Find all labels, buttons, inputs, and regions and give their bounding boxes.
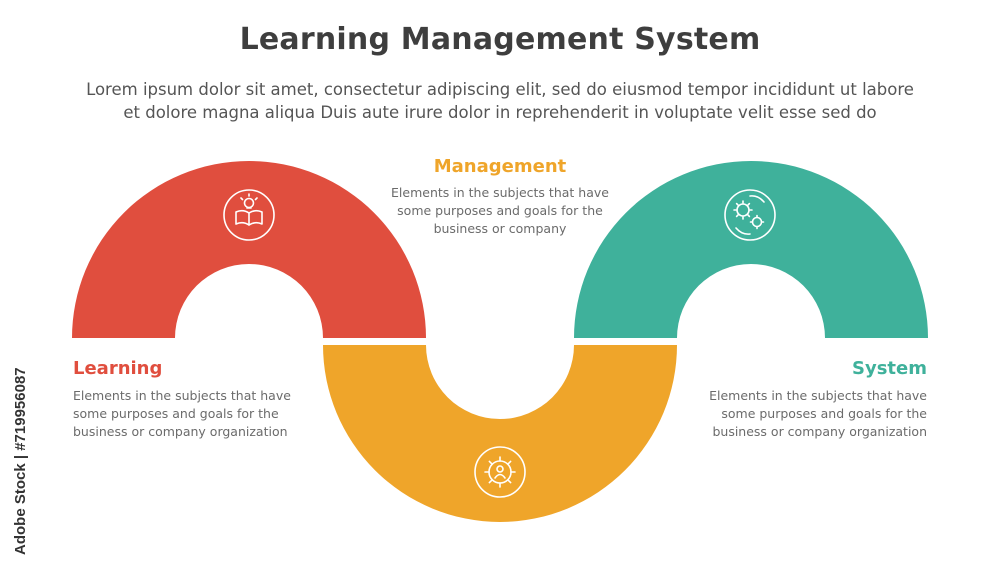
learning-description: Elements in the subjects that have some …: [73, 387, 291, 441]
system-label: System: [852, 358, 927, 379]
learning-arch: [72, 161, 426, 338]
page-subtitle: Lorem ipsum dolor sit amet, consectetur …: [40, 78, 960, 124]
subtitle-line-1: Lorem ipsum dolor sit amet, consectetur …: [86, 80, 914, 99]
gears-cycle-icon: [724, 189, 776, 241]
subtitle-line-2: et dolore magna aliqua Duis aute irure d…: [123, 103, 877, 122]
learning-desc-line-1: Elements in the subjects that have: [73, 388, 291, 403]
system-description: Elements in the subjects that have some …: [709, 387, 927, 441]
system-arch: [574, 161, 928, 338]
system-desc-line-3: business or company organization: [712, 424, 927, 439]
system-desc-line-1: Elements in the subjects that have: [709, 388, 927, 403]
learning-label: Learning: [73, 358, 163, 379]
book-lightbulb-icon: [223, 189, 275, 241]
management-description: Elements in the subjects that have some …: [370, 184, 630, 238]
learning-desc-line-2: some purposes and goals for the: [73, 406, 279, 421]
management-desc-line-3: business or company: [433, 221, 567, 236]
management-desc-line-1: Elements in the subjects that have: [391, 185, 609, 200]
system-desc-line-2: some purposes and goals for the: [721, 406, 927, 421]
gear-person-icon: [474, 446, 526, 498]
stock-watermark: Adobe Stock | #719956087: [12, 367, 29, 555]
management-label: Management: [433, 156, 567, 177]
management-arch: [323, 345, 677, 522]
management-desc-line-2: some purposes and goals for the: [397, 203, 603, 218]
learning-desc-line-3: business or company organization: [73, 424, 288, 439]
page-title: Learning Management System: [239, 22, 761, 57]
